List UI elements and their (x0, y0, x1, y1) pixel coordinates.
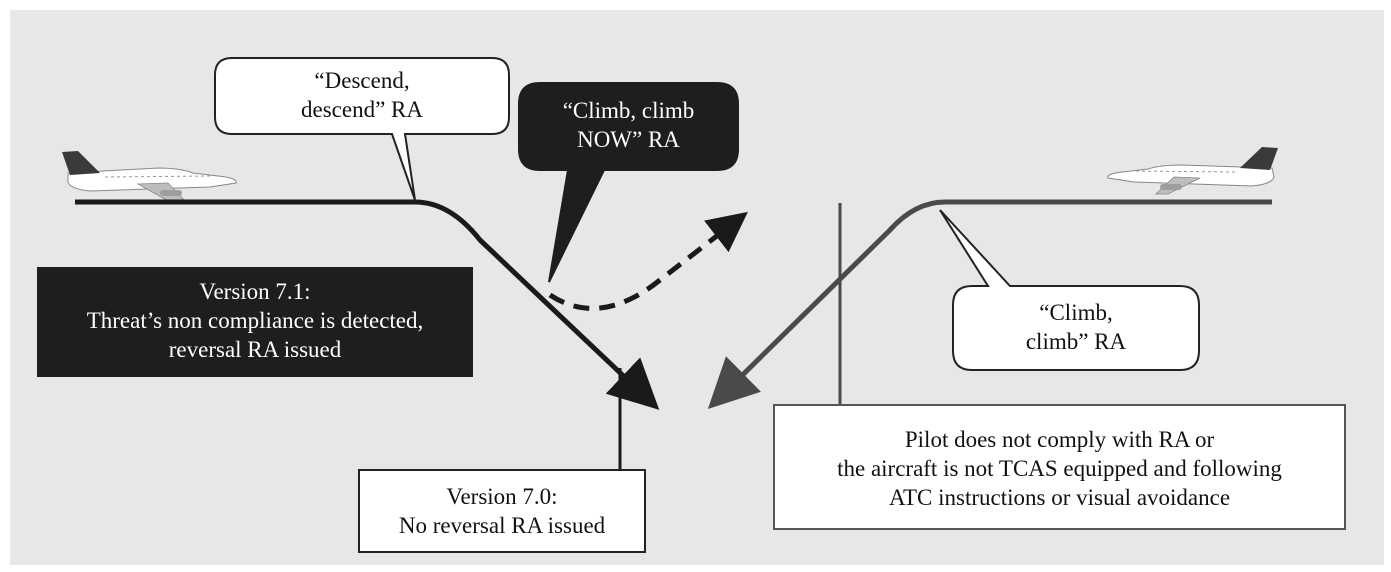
descend-ra-line-1: “Descend, (314, 68, 410, 93)
version-71-line-2: Threat’s non compliance is detected, (86, 308, 424, 333)
diagram-canvas (62, 57, 1278, 470)
version-70-note: Version 7.0: No reversal RA issued (358, 469, 646, 553)
climb-ra-callout: “Climb, climb” RA (953, 298, 1199, 356)
climb-now-callout-bubble (518, 82, 739, 283)
climb-trajectory (707, 199, 1272, 410)
version-70-line-2: No reversal RA issued (398, 513, 606, 538)
pilot-note-line-2: the aircraft is not TCAS equipped and fo… (837, 456, 1282, 481)
pilot-note-line-3: ATC instructions or visual avoidance (888, 485, 1231, 510)
left-airplane-icon (62, 151, 237, 203)
version-71-note: Version 7.1: Threat’s non compliance is … (37, 267, 473, 377)
climb-now-ra-line-1: “Climb, climb (562, 98, 695, 123)
version-70-line-1: Version 7.0: (446, 484, 558, 509)
right-airplane-icon (1107, 147, 1278, 195)
reversal-dashed-arrow (548, 211, 748, 311)
version-71-line-3: reversal RA issued (168, 337, 342, 362)
climb-ra-line-1: “Climb, (1039, 300, 1113, 325)
descend-ra-line-2: descend” RA (301, 97, 423, 122)
climb-ra-line-2: climb” RA (1025, 329, 1127, 354)
tcas-reversal-diagram: “Descend, descend” RA “Climb, climb NOW”… (10, 10, 1384, 565)
version-71-line-1: Version 7.1: (199, 279, 311, 304)
pilot-noncompliance-note: Pilot does not comply with RA or the air… (773, 404, 1346, 530)
descend-trajectory (75, 199, 660, 410)
descend-callout-bubble (214, 57, 510, 201)
descend-ra-callout: “Descend, descend” RA (215, 66, 509, 124)
climb-now-ra-line-2: NOW” RA (577, 127, 680, 152)
climb-callout-bubble (939, 209, 1200, 371)
pilot-note-line-1: Pilot does not comply with RA or (904, 427, 1215, 452)
climb-now-ra-callout: “Climb, climb NOW” RA (519, 96, 738, 154)
